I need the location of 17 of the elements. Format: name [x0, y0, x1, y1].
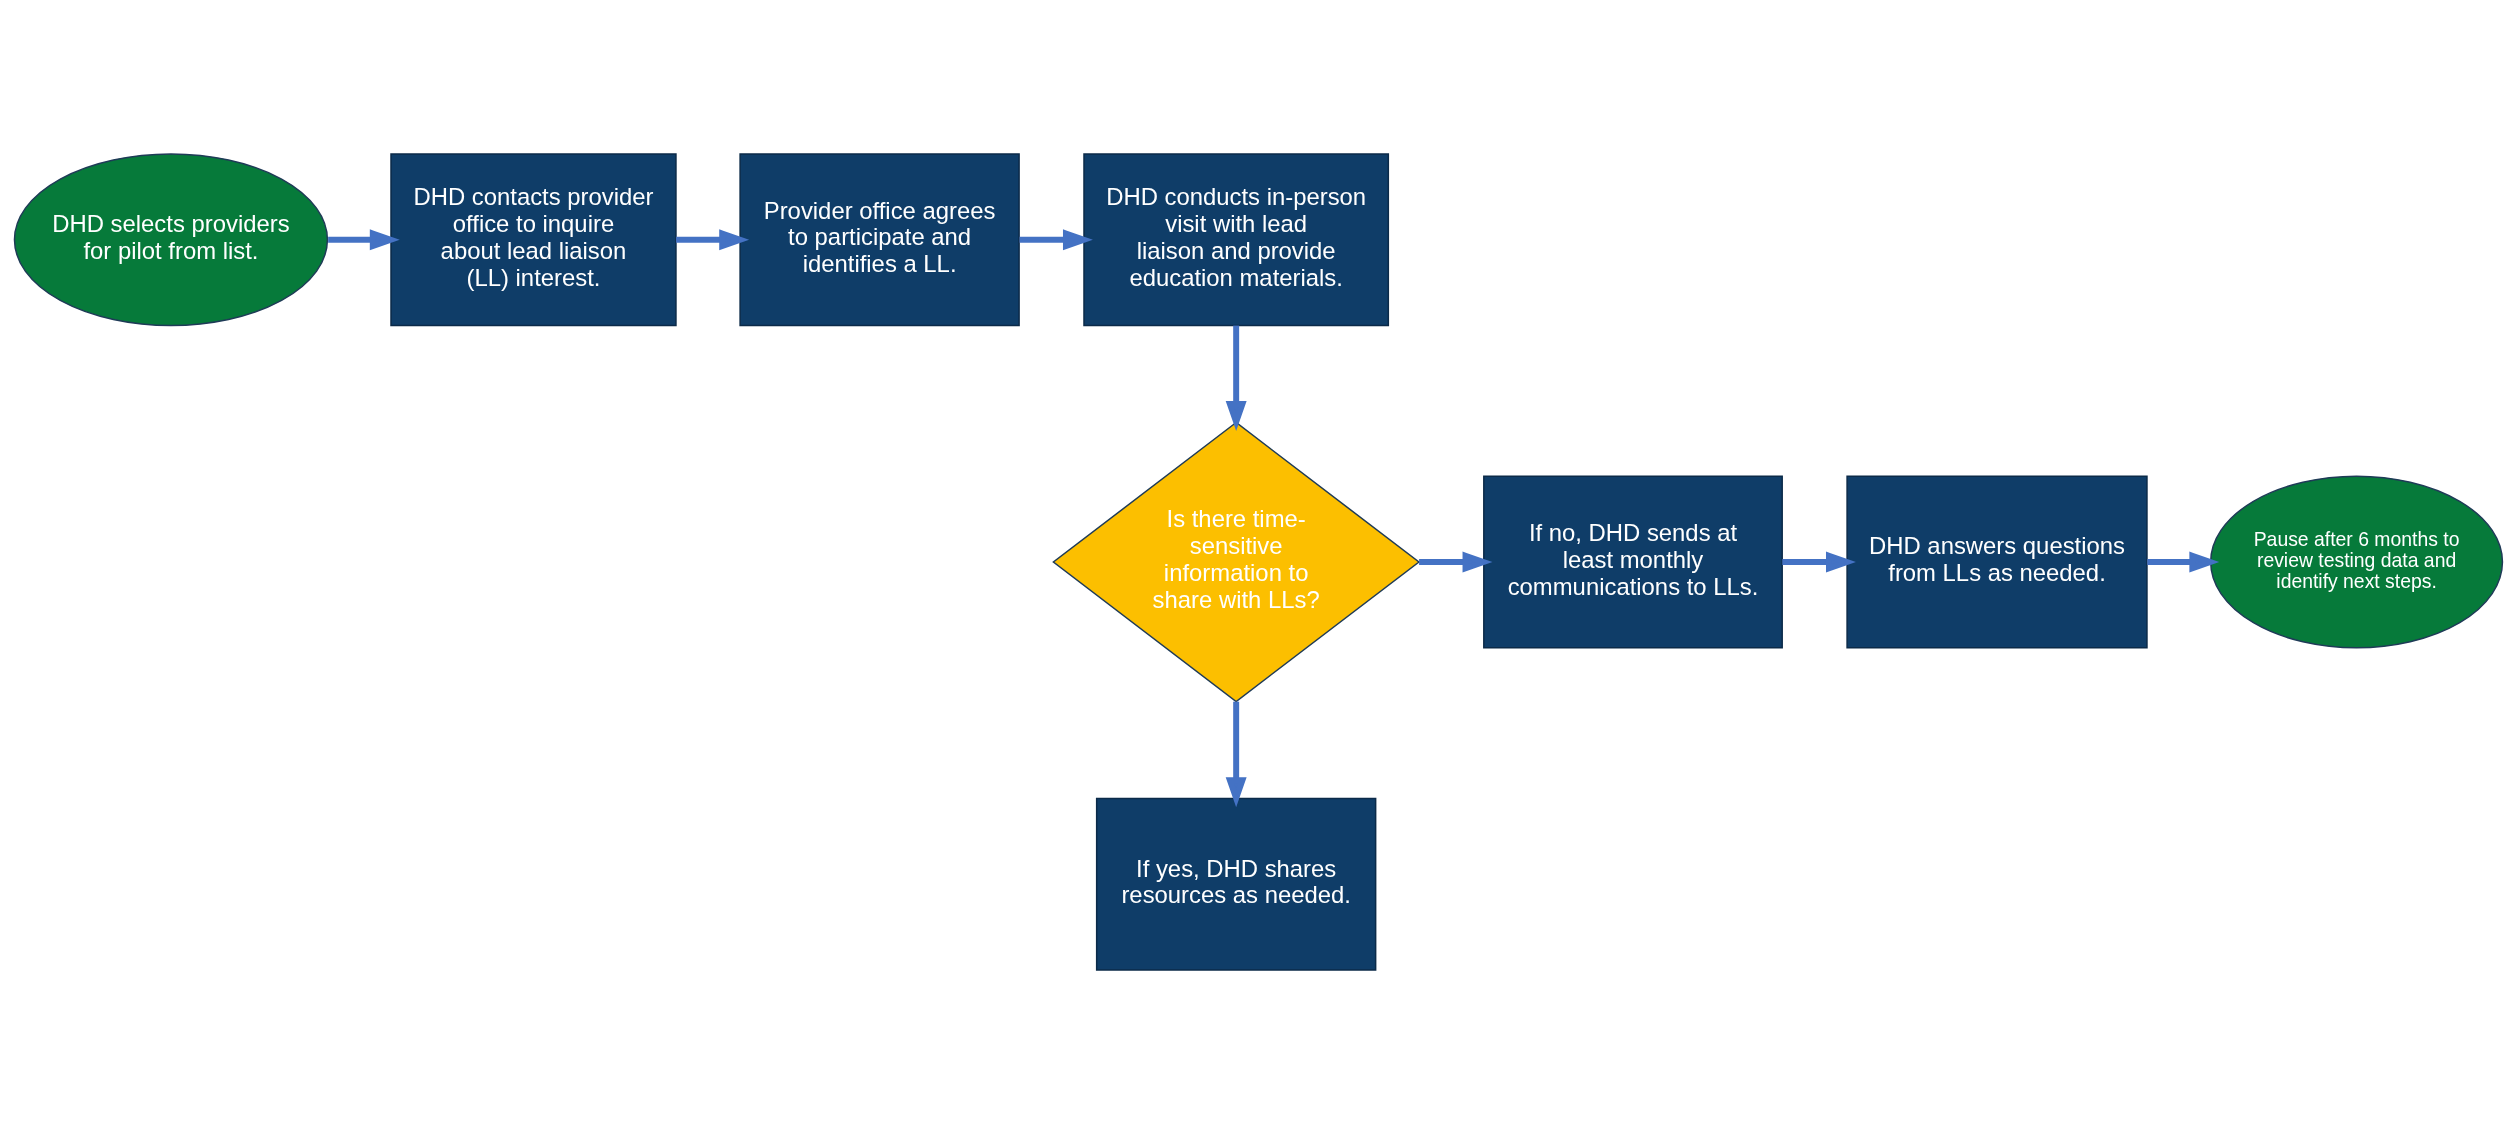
node-box: If yes, DHD shares resources as needed. — [1095, 797, 1377, 971]
node-diamond: Is there time-sensitive information to share with LLs? — [1052, 421, 1421, 703]
arrow — [1782, 551, 1856, 573]
node-box: DHD answers questions from LLs as needed. — [1846, 475, 2148, 649]
arrow — [1419, 551, 1493, 573]
arrow — [1225, 701, 1247, 808]
node-box: DHD conducts in-person visit with lead liaison and provide education materials. — [1083, 153, 1390, 327]
node-ellipse: Pause after 6 months to review testing data and identify next steps. — [2209, 475, 2504, 649]
arrow — [2147, 551, 2220, 573]
node-box: Provider office agrees to participate and identifies a LL. — [739, 153, 1020, 327]
arrow — [1225, 325, 1247, 431]
arrow — [1019, 229, 1093, 251]
node-box: DHD contacts provider office to inquire about lead liaison (LL) interest. — [390, 153, 677, 327]
arrow — [676, 229, 750, 251]
arrow — [328, 229, 400, 251]
node-box: If no, DHD sends at least monthly communications to LLs. — [1483, 475, 1783, 649]
node-ellipse: DHD selects providers for pilot from list. — [13, 153, 329, 327]
